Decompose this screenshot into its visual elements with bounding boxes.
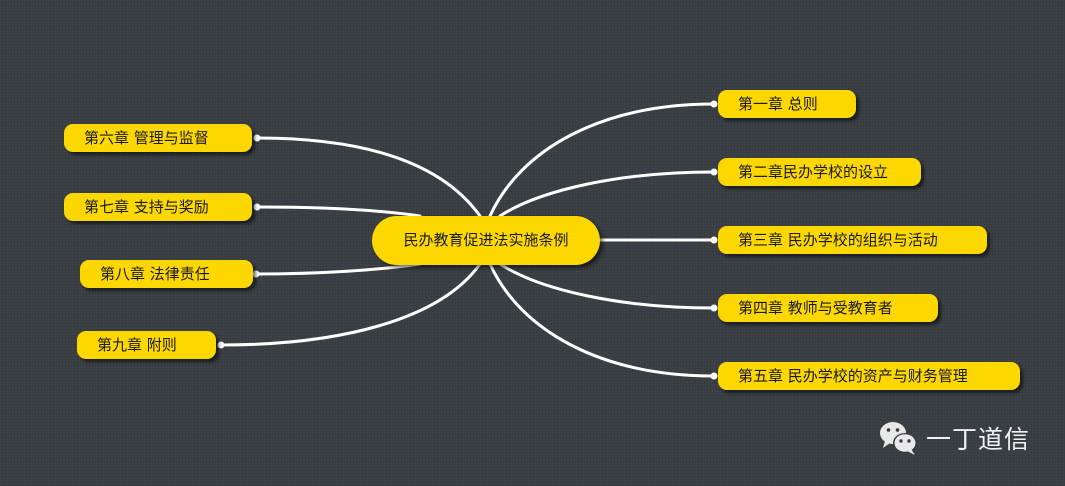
connector-dot <box>253 203 261 211</box>
connector-dot <box>253 134 261 142</box>
connector-chapter-7 <box>255 205 422 218</box>
node-chapter-7[interactable]: 第七章 支持与奖励 <box>64 193 252 221</box>
connector-chapter-6 <box>255 136 482 218</box>
watermark-text: 一丁道信 <box>926 425 1031 454</box>
connector-chapter-9 <box>219 262 482 347</box>
connector-dot <box>217 341 225 349</box>
watermark: 一丁道信 <box>878 418 1030 458</box>
connector-dot <box>710 168 718 176</box>
connector-dot <box>252 270 260 278</box>
node-chapter-1[interactable]: 第一章 总则 <box>718 90 856 118</box>
node-chapter-4[interactable]: 第四章 教师与受教育者 <box>718 294 938 322</box>
node-chapter-3[interactable]: 第三章 民办学校的组织与活动 <box>718 226 987 254</box>
node-chapter-5[interactable]: 第五章 民办学校的资产与财务管理 <box>718 362 1020 390</box>
connector-dot <box>710 304 718 312</box>
connector-chapter-5 <box>488 262 716 378</box>
connector-chapter-4 <box>498 262 716 310</box>
node-chapter-8[interactable]: 第八章 法律责任 <box>80 260 253 288</box>
node-chapter-9[interactable]: 第九章 附则 <box>77 331 216 359</box>
connector-chapter-1 <box>488 102 716 218</box>
node-chapter-6[interactable]: 第六章 管理与监督 <box>64 124 252 152</box>
wechat-icon <box>878 419 920 457</box>
connector-chapter-2 <box>498 170 716 218</box>
connector-chapter-8 <box>254 262 422 276</box>
connector-dot <box>710 236 718 244</box>
root-node[interactable]: 民办教育促进法实施条例 <box>372 216 600 265</box>
connector-dot <box>710 100 718 108</box>
node-chapter-2[interactable]: 第二章民办学校的设立 <box>718 158 921 186</box>
connector-dot <box>710 372 718 380</box>
